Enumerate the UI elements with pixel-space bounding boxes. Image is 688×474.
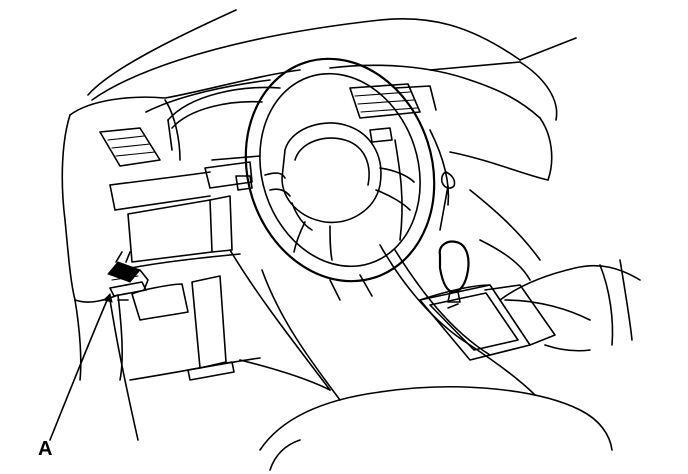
callout-leader-line bbox=[49, 293, 139, 441]
fuse-box-part bbox=[107, 251, 149, 297]
gear-shift-knob bbox=[438, 240, 470, 303]
seats bbox=[259, 259, 641, 471]
footwell bbox=[74, 249, 341, 401]
windshield-frame bbox=[87, 9, 577, 121]
steering-wheel bbox=[244, 57, 436, 301]
callout-label-a: A bbox=[38, 438, 53, 460]
dashboard bbox=[61, 64, 553, 303]
center-console bbox=[349, 83, 556, 396]
